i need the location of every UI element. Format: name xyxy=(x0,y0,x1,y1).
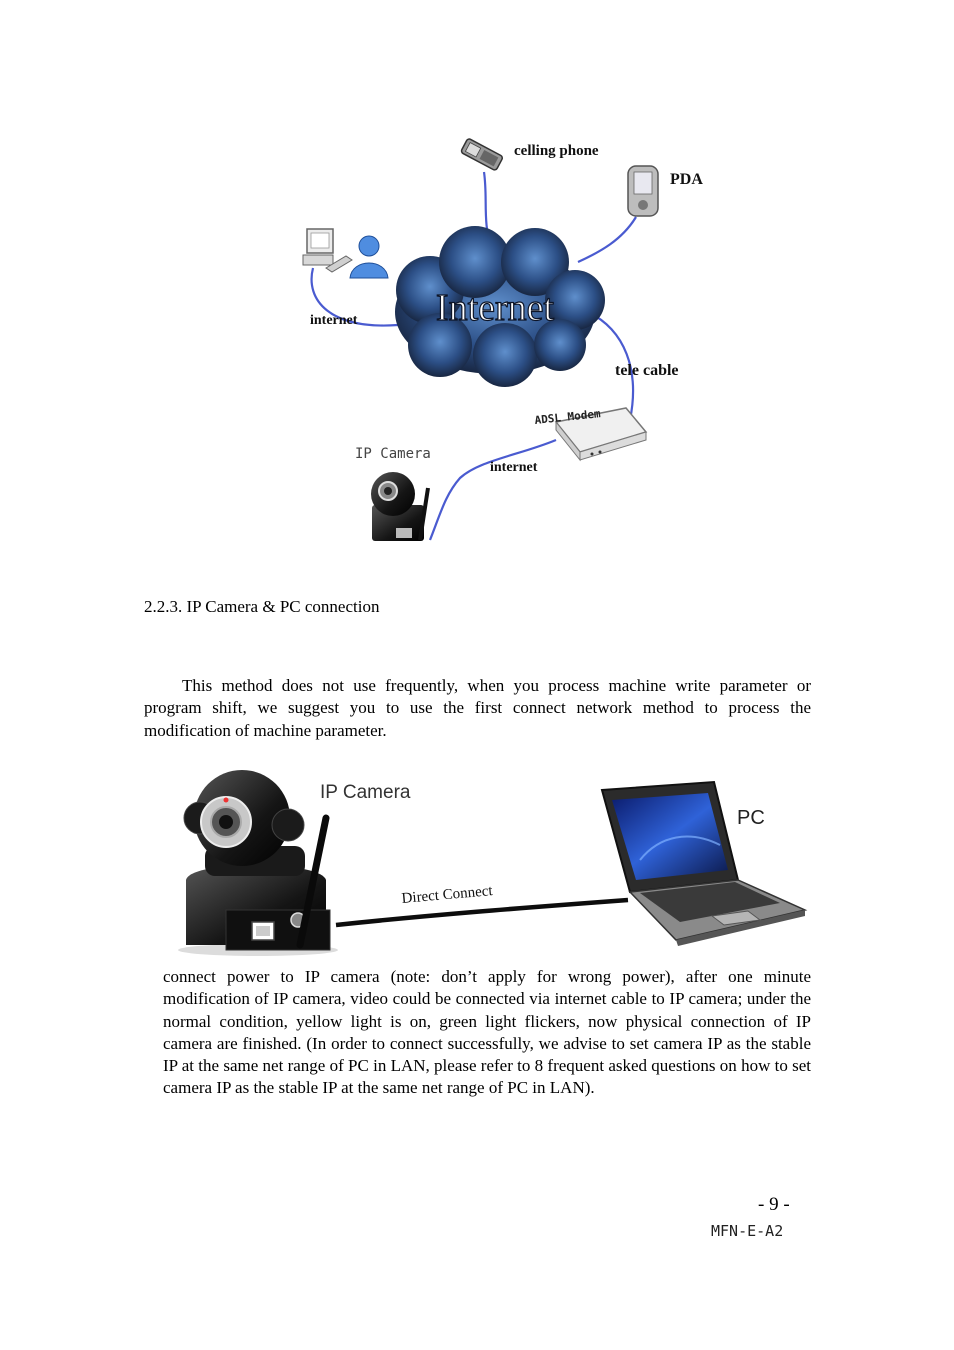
ip-camera-label-1: IP Camera xyxy=(355,446,431,462)
cell-phone-icon xyxy=(460,138,504,171)
link-telecable xyxy=(587,311,635,421)
direct-connect-cable xyxy=(335,897,629,928)
link-computer xyxy=(310,267,399,327)
pda-icon xyxy=(627,165,659,217)
internet-bottom-label: internet xyxy=(490,460,538,475)
cloud-icon: Internet xyxy=(395,226,605,387)
direct-connect-label: Direct Connect xyxy=(401,883,494,907)
link-pda xyxy=(577,216,637,264)
pc-label: PC xyxy=(737,807,765,829)
ip-camera-icon xyxy=(371,472,430,541)
section-paragraph: This method does not use frequently, whe… xyxy=(144,676,811,740)
adsl-modem-icon xyxy=(554,407,648,462)
cell-phone-label: celling phone xyxy=(514,143,599,159)
ip-camera-icon xyxy=(178,770,338,956)
laptop-icon xyxy=(600,780,808,946)
user-icon xyxy=(349,235,389,279)
link-modem-camera xyxy=(428,438,557,541)
tele-cable-label: tele cable xyxy=(615,362,679,379)
page-number: - 9 - xyxy=(758,1194,790,1215)
internet-left-label: internet xyxy=(310,313,358,328)
document-code: MFN-E-A2 xyxy=(711,1222,784,1240)
pda-label: PDA xyxy=(670,171,703,188)
computer-icon xyxy=(302,228,353,273)
internet-cloud-label: Internet xyxy=(436,287,555,329)
body-text: connect power to IP camera (note: don’t … xyxy=(163,967,811,1098)
section-heading: 2.2.3. IP Camera & PC connection xyxy=(144,597,380,616)
ip-camera-label-2: IP Camera xyxy=(320,782,411,803)
